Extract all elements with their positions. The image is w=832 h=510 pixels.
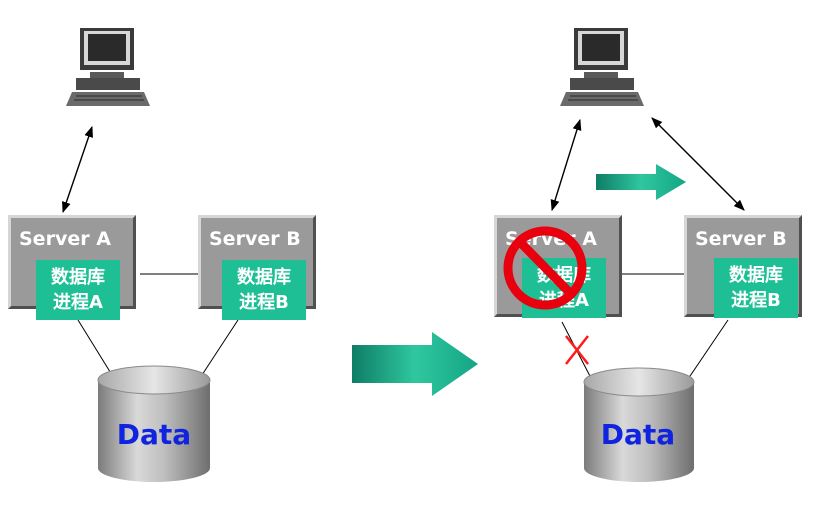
database-label-left: Data bbox=[116, 418, 192, 451]
database-cylinder-right bbox=[583, 367, 695, 482]
database-label-right: Data bbox=[600, 418, 676, 451]
db-process-a-right: 数据库 进程A bbox=[522, 258, 606, 318]
db-process-a-left: 数据库 进程A bbox=[36, 260, 120, 320]
server-b-title: Server B bbox=[695, 228, 787, 250]
failover-arrow-icon bbox=[596, 164, 686, 200]
server-b-title: Server B bbox=[209, 228, 301, 250]
process-label-line2: 进程A bbox=[539, 290, 589, 311]
process-label-line1: 数据库 bbox=[729, 265, 783, 286]
server-a-title: Server A bbox=[505, 228, 597, 250]
process-label-line1: 数据库 bbox=[51, 267, 105, 288]
db-process-b-right: 数据库 进程B bbox=[714, 258, 798, 318]
process-label-line2: 进程B bbox=[239, 292, 289, 313]
transition-arrow-icon bbox=[352, 332, 478, 396]
database-cylinder-left bbox=[97, 365, 211, 482]
process-label-line1: 数据库 bbox=[237, 267, 291, 288]
db-process-b-left: 数据库 进程B bbox=[222, 260, 306, 320]
process-label-line2: 进程B bbox=[731, 290, 781, 311]
client-computer-icon-right bbox=[560, 28, 644, 106]
process-label-line1: 数据库 bbox=[537, 265, 591, 286]
client-computer-icon-left bbox=[66, 28, 150, 106]
server-a-title: Server A bbox=[19, 228, 111, 250]
process-label-line2: 进程A bbox=[53, 292, 103, 313]
